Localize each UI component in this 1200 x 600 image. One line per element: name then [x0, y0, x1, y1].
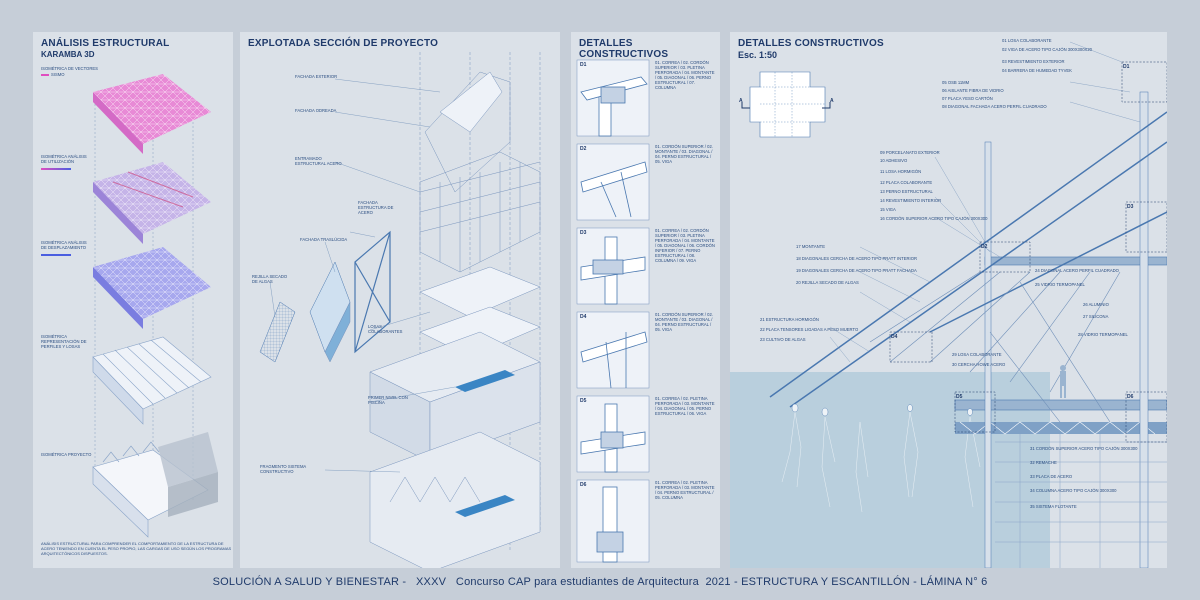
label-steel-facade: FACHADA ESTRUCTURA DE ACERO	[358, 200, 394, 215]
label-lower: 26 ALUMINIO	[1083, 302, 1109, 307]
isometric-utilization	[93, 162, 211, 244]
detail-specs: 01. CORREA / 02. PLETINA PERFORADA / 03.…	[655, 396, 715, 416]
legend-text: Sismo	[51, 72, 65, 77]
label-bottom: 35 SISTEMA FLOTANTE	[1030, 504, 1077, 509]
label-bottom: 33 PLACA DE ACERO	[1030, 474, 1073, 479]
label-steel-frame: ENTRAMADO ESTRUCTURAL ACERO	[295, 156, 342, 166]
label-mid: 10 ADHESIVO	[880, 158, 908, 163]
label-profiles: ISOMÉTRICA REPRESENTACIÓN DE PERFILES Y …	[41, 334, 87, 349]
pool-upper	[455, 370, 515, 392]
label-mid: 11 LOSA HORMIGÓN	[880, 169, 922, 174]
label-translucent-facade: FACHADA TRASLÚCIDA	[300, 237, 348, 242]
label-collaborating-slabs: LOSAS COLABORANTES	[368, 324, 403, 334]
panel-title: DETALLES CONSTRUCTIVOS	[579, 38, 669, 60]
label-algae-drying-grid: REJILLA SECADO DE ALGAS	[252, 274, 288, 284]
label-construction-fragment: FRAGMENTO SISTEMA CONSTRUCTIVO	[260, 464, 306, 474]
panel-subtitle: KARAMBA 3D	[41, 50, 95, 59]
section-cut-left: A	[739, 98, 743, 104]
panel-structural-analysis: ANÁLISIS ESTRUCTURAL KARAMBA 3D	[33, 32, 233, 568]
label-bottom: 31 CORDÓN SUPERIOR ACERO TIPO CAJÓN 300X…	[1030, 446, 1138, 451]
label-utilization: ISOMÉTRICA ANÁLISIS DE UTILIZACIÓN	[41, 154, 87, 164]
label-mid: 14 REVESTIMIENTO INTERIOR	[880, 198, 942, 203]
exploded-drawing	[259, 52, 541, 568]
label-top: 04 BARRERA DE HUMEDAD TYVEK	[1002, 68, 1072, 73]
label-mid: 12 PLACA COLABORANTE	[880, 180, 933, 185]
label-project: ISOMÉTRICA PROYECTO	[41, 452, 92, 457]
analysis-note: ANÁLISIS ESTRUCTURAL PARA COMPRENDER EL …	[41, 541, 232, 556]
detail-specs: 01. CORREA / 02. PLETINA PERFORADA / 03.…	[655, 480, 715, 500]
label-lower: 28 VIDRIO TERMOPANEL	[1078, 332, 1128, 337]
label-lower: 29 LOSA COLABORANTE	[952, 352, 1002, 357]
label-displacement: ISOMÉTRICA ANÁLISIS DE DESPLAZAMIENTO	[41, 240, 87, 250]
detail-specs: 01. CORREA / 02. CORDÓN SUPERIOR / 03. P…	[655, 60, 715, 90]
section-drawing	[730, 41, 1167, 568]
panel-title: ANÁLISIS ESTRUCTURAL	[41, 38, 170, 49]
scale-label: Esc. 1:50	[738, 50, 778, 60]
key-plan	[741, 71, 831, 138]
label-bottom: 34 COLUMNA ACERO TIPO CAJÓN 300X300	[1030, 488, 1117, 493]
label-lower: 19 DIAGONALES CERCHA DE ACERO TIPO PRATT…	[796, 268, 917, 273]
label-exterior-facade: FACHADA EXTERIOR	[295, 74, 338, 79]
detail-id: D2	[580, 146, 587, 152]
label-lower: 22 PLACA TENSORES LIGADAS A PESO MUERTO	[760, 327, 859, 332]
isometric-project	[92, 432, 218, 538]
panel-title: EXPLOTADA SECCIÓN DE PROYECTO	[248, 38, 439, 49]
label-top: 03 REVESTIMIENTO EXTERIOR	[1002, 59, 1065, 64]
detail-drawings	[576, 59, 650, 563]
callout-d6: D6	[1127, 394, 1134, 400]
label-lower: 25 VIDRIO TERMOPANEL	[1035, 282, 1085, 287]
label-top: 02 VIGA DE ACERO TIPO CAJÓN 300X300X20	[1002, 47, 1092, 52]
isometric-vectors	[93, 74, 211, 154]
label-mid: 15 VIGA	[880, 207, 896, 212]
detail-id: D4	[580, 314, 587, 320]
label-mid: 13 PERNO ESTRUCTURAL	[880, 189, 933, 194]
panel-section-detail: DETALLES CONSTRUCTIVOS Esc. 1:50	[730, 32, 1167, 568]
label-top: 08 DIAGONAL FACHADA ACERO PERFIL CUADRAD…	[942, 104, 1047, 109]
detail-id: D1	[580, 62, 587, 68]
label-bottom: 32 REMACHE	[1030, 460, 1057, 465]
callout-d3: D3	[1127, 204, 1134, 210]
isometric-displacement	[93, 247, 211, 329]
label-top: 05 OSB 11mm	[942, 80, 970, 85]
detail-specs: 01. CORDÓN SUPERIOR / 02. MONTANTE / 03.…	[655, 144, 713, 164]
label-vectors: ISOMÉTRICA DE VECTORES	[41, 66, 98, 71]
label-lower: 17 MONTANTE	[796, 244, 826, 249]
detail-id: D6	[580, 482, 587, 488]
label-mid: 09 PORCELANATO EXTERIOR	[880, 150, 940, 155]
callout-d4: D4	[891, 334, 898, 340]
isometric-profiles	[92, 336, 212, 425]
section-cut-right: A	[830, 98, 834, 104]
label-mid: 16 CORDÓN SUPERIOR ACERO TIPO CAJÓN 300X…	[880, 216, 988, 221]
callout-d1: D1	[1123, 64, 1130, 70]
callout-d5: D5	[956, 394, 963, 400]
label-facade: FACHADA ODREADA	[295, 108, 337, 113]
label-lower: 30 CERCHA HOWE ACERO	[952, 362, 1006, 367]
callout-d2: D2	[981, 244, 988, 250]
panel-construction-details: DETALLES CONSTRUCTIVOS D1 01. CORREA / 0…	[571, 32, 720, 568]
analysis-isometrics	[41, 74, 218, 538]
label-first-level-pool: PRIMER NIVEL CON PISCINA	[368, 395, 408, 405]
label-lower: 21 ESTRUCTURA HORMIGÓN	[760, 317, 819, 322]
detail-specs: 01. CORREA / 02. CORDÓN SUPERIOR / 03. P…	[655, 228, 715, 263]
sheet-footer-title: SOLUCIÓN A SALUD Y BIENESTAR - XXXV Conc…	[212, 576, 988, 588]
panel-title: DETALLES CONSTRUCTIVOS	[738, 38, 884, 49]
label-lower: 27 SILICONA	[1083, 314, 1109, 319]
label-lower: 18 DIAGONALES CERCHA DE ACERO TIPO PRATT…	[796, 256, 917, 261]
detail-id: D5	[580, 398, 587, 404]
label-top: 06 AISLANTE FIBRA DE VIDRIO	[942, 88, 1004, 93]
label-top: 01 LOSA COLABORANTE	[1002, 38, 1052, 43]
detail-id: D3	[580, 230, 587, 236]
label-lower: 24 DIAGONAL ACERO PERFIL CUADRADO	[1035, 268, 1119, 273]
pool-lower	[455, 495, 515, 517]
label-lower: 23 CULTIVO DE ALGAS	[760, 337, 806, 342]
label-lower: 20 REJILLA SECADO DE ALGAS	[796, 280, 859, 285]
label-top: 07 PLACA YESO CARTÓN	[942, 96, 993, 101]
panel-exploded-section: EXPLOTADA SECCIÓN DE PROYECTO	[240, 32, 560, 568]
person-figure	[1060, 365, 1066, 398]
detail-specs: 01. CORDÓN SUPERIOR / 02. MONTANTE / 03.…	[655, 312, 713, 332]
